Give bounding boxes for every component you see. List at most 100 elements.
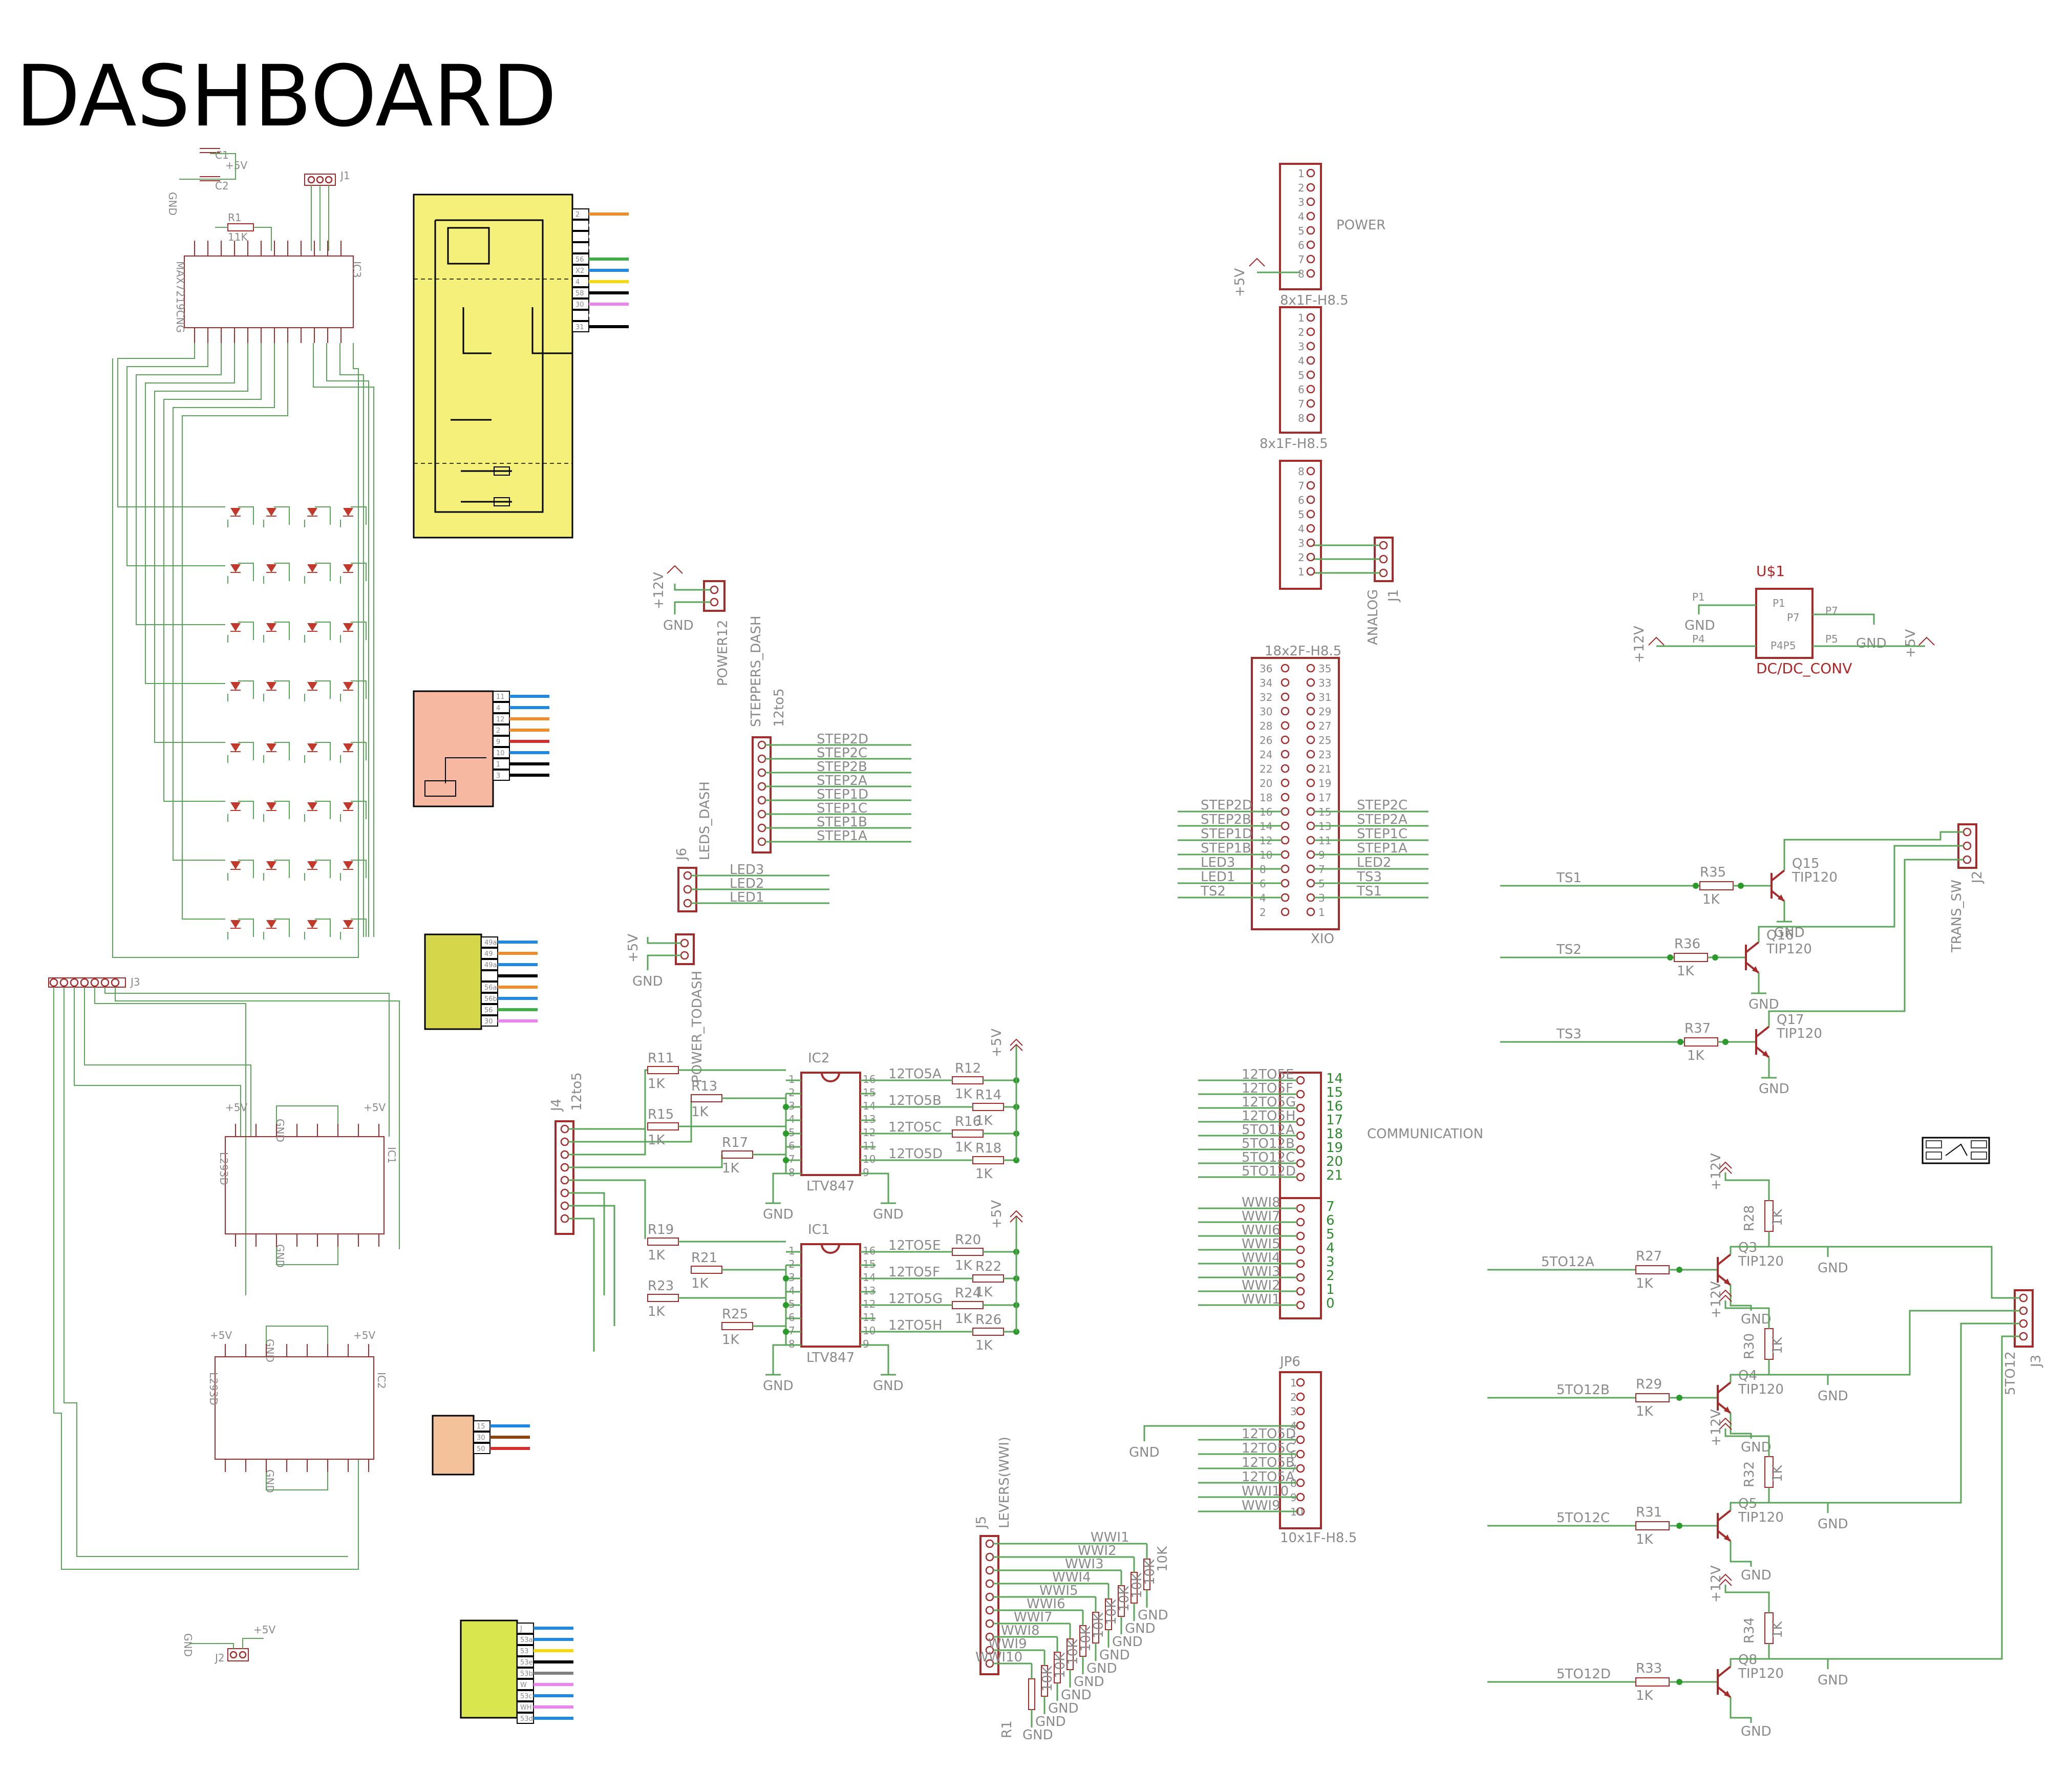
power-5v-label: +5V: [1232, 268, 1248, 297]
to12-gnd-label: GND: [1741, 1724, 1772, 1739]
ltv-gnd-wire-r: [876, 1344, 889, 1375]
header-pin-num: 8: [1298, 412, 1305, 424]
ltv-gnd-right: GND: [873, 1207, 904, 1222]
to12-transistor-icon-arrow: [1724, 1406, 1731, 1413]
lever-pulldown-value: 10K: [1040, 1666, 1055, 1692]
led-wire: [315, 742, 331, 760]
xio-num-right: 31: [1318, 691, 1331, 703]
stepper-pin: [757, 782, 766, 791]
xio-pin-right: [1306, 764, 1315, 773]
to12-pull-label: R30: [1742, 1333, 1757, 1359]
relay-pin-label: 9: [496, 738, 500, 746]
to12-collector: [1730, 1231, 1770, 1254]
comm-wwi-num: 0: [1326, 1296, 1335, 1311]
ltv-left-res-label: R13: [691, 1079, 717, 1094]
ltv-right-res-label: R24: [955, 1286, 981, 1301]
led-diode-icon: [230, 508, 241, 516]
led-wire: [274, 860, 290, 878]
led-wire: [274, 563, 290, 581]
max-frame-wire: [112, 358, 359, 958]
to12-pull-value: 1K: [1770, 1336, 1785, 1354]
header-pin: [1306, 226, 1315, 235]
xio-num-left: 20: [1260, 777, 1272, 790]
ic2-ltv847-label: LTV847: [806, 1179, 855, 1194]
ltv-pin-left-num: 6: [788, 1311, 795, 1324]
relay-pin-label: 4: [575, 279, 580, 286]
led-dash-pin: [683, 899, 692, 908]
l293-2-gnd-a: GND: [264, 1339, 276, 1362]
comm-label: 12TO5E: [1242, 1067, 1294, 1082]
comm-wwi-pin: [1296, 1245, 1305, 1254]
ltv-pin-left-num: 8: [788, 1338, 795, 1350]
ts-dot-b: [1722, 1039, 1729, 1045]
led-wire: [351, 860, 367, 878]
relay-pin-label: 1: [496, 761, 500, 769]
j4-pin: [560, 1137, 569, 1146]
l293-1-5v-a: +5V: [225, 1101, 247, 1114]
header-pin: [1306, 313, 1315, 322]
j4-pin: [560, 1150, 569, 1159]
xio-pin-left: [1281, 664, 1290, 673]
relay-pin-box: [493, 736, 510, 747]
led-wire: [351, 622, 367, 640]
ltv-right-res-value: 1K: [955, 1140, 973, 1155]
ltv-left-res-value: 1K: [691, 1276, 709, 1291]
led-wire: [238, 622, 254, 640]
j4-wire-5: [568, 1179, 646, 1239]
relay-pin-label: 31: [575, 324, 584, 331]
comm-wwi-pin: [1296, 1218, 1305, 1227]
header-pin: [1306, 197, 1315, 206]
l293-gnd-wire-b: [276, 1247, 338, 1265]
lever-pin: [985, 1566, 994, 1575]
xio-num-right: 27: [1318, 720, 1331, 732]
analog-label: ANALOG: [1366, 589, 1381, 645]
ltv-left-res-value: 1K: [648, 1133, 666, 1148]
j2-left: J2 +5V GND: [182, 1624, 275, 1664]
led-wire: [274, 680, 290, 699]
comm-wwi-label: WWI3: [1242, 1264, 1281, 1279]
relay-pin-box: [493, 770, 510, 781]
to12-out-4: [1769, 1335, 2020, 1660]
to12-transistor-icon-collector: [1717, 1253, 1732, 1266]
max-col-wire: [326, 343, 369, 937]
lever-gnd: GND: [1086, 1661, 1117, 1676]
j4-label: J4: [549, 1099, 564, 1112]
comm-num: 17: [1326, 1113, 1343, 1128]
comm-wwi-num: 5: [1326, 1227, 1335, 1242]
jp6-pin: [1296, 1392, 1305, 1401]
relay-pin-box: [517, 1623, 534, 1634]
relay-pin-box: [481, 970, 498, 982]
power-todash-connector: POWER_TODASH +5V GND: [626, 933, 705, 1083]
max-gnd-label: GND: [166, 192, 179, 216]
led-dash-label-led1: LED1: [730, 890, 764, 905]
jp6-label: 12TO5B: [1242, 1455, 1295, 1470]
j3-wire-5: [94, 987, 246, 1295]
relay-pin-label: 53d: [520, 1715, 533, 1723]
xio-pin-left: [1281, 692, 1290, 701]
j5-levers-connector: J5 LEVERS(WWI) WWI110KGNDWWI210KGNDWWI31…: [974, 1437, 1170, 1743]
comm-label: 12TO5F: [1242, 1081, 1293, 1096]
to12-tip120-label: TIP120: [1738, 1382, 1784, 1397]
jp6-connector: JP6 10x1F-H8.5 GND 1234567891012TO5D12TO…: [1129, 1354, 1357, 1546]
steppers-12to5-label: 12to5: [772, 688, 787, 727]
to12-out-gnd: [1777, 1374, 1829, 1385]
ltv-out-label: 12TO5G: [888, 1291, 943, 1307]
header-pin-num: 3: [1298, 196, 1305, 208]
xio-pin-right: [1306, 692, 1315, 701]
lever-label: WWI6: [1027, 1596, 1065, 1612]
led-diode-icon: [266, 623, 276, 631]
header-pin-num: 8: [1298, 268, 1305, 280]
analog-j1-label: J1: [1386, 589, 1401, 603]
header-pin: [1306, 538, 1315, 547]
led-wire: [315, 506, 331, 525]
to12-12v-label: +12V: [1709, 1281, 1724, 1318]
ts-label: TS1: [1556, 870, 1582, 886]
xio-num-left: 18: [1260, 792, 1272, 804]
led-diode-icon: [266, 743, 276, 752]
xio-num-right: 17: [1318, 792, 1331, 804]
led-diode-icon: [230, 743, 241, 752]
jp6-label: WWI9: [1242, 1498, 1281, 1513]
header-pin: [1306, 524, 1315, 533]
xio-pin-left: [1281, 879, 1290, 888]
relay-pin-label: J: [520, 1625, 522, 1633]
